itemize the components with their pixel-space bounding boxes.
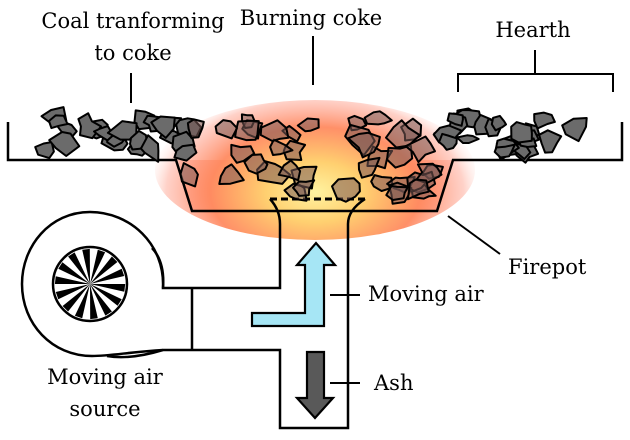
hearth-outline <box>6 122 624 213</box>
arrow-up-icon <box>250 241 338 328</box>
label-burning-coke: Burning coke <box>240 6 382 30</box>
coke-center <box>179 110 454 205</box>
hearth-bracket <box>457 50 614 92</box>
arrow-down-icon <box>294 350 336 420</box>
leader-firepot <box>447 215 501 255</box>
label-ash: Ash <box>373 371 413 395</box>
label-coal-line1: Coal tranforming <box>41 9 224 33</box>
label-hearth: Hearth <box>495 18 570 42</box>
coal-right <box>432 107 588 164</box>
label-coal-line2: to coke <box>94 41 171 65</box>
label-source-line2: source <box>69 397 140 421</box>
label-moving-air: Moving air <box>368 282 485 306</box>
firepot-glow <box>178 160 452 210</box>
label-firepot: Firepot <box>508 255 587 279</box>
blower-housing <box>20 210 165 358</box>
label-source-line1: Moving air <box>47 365 164 389</box>
coal-left <box>34 106 203 163</box>
fan-icon <box>51 245 129 323</box>
